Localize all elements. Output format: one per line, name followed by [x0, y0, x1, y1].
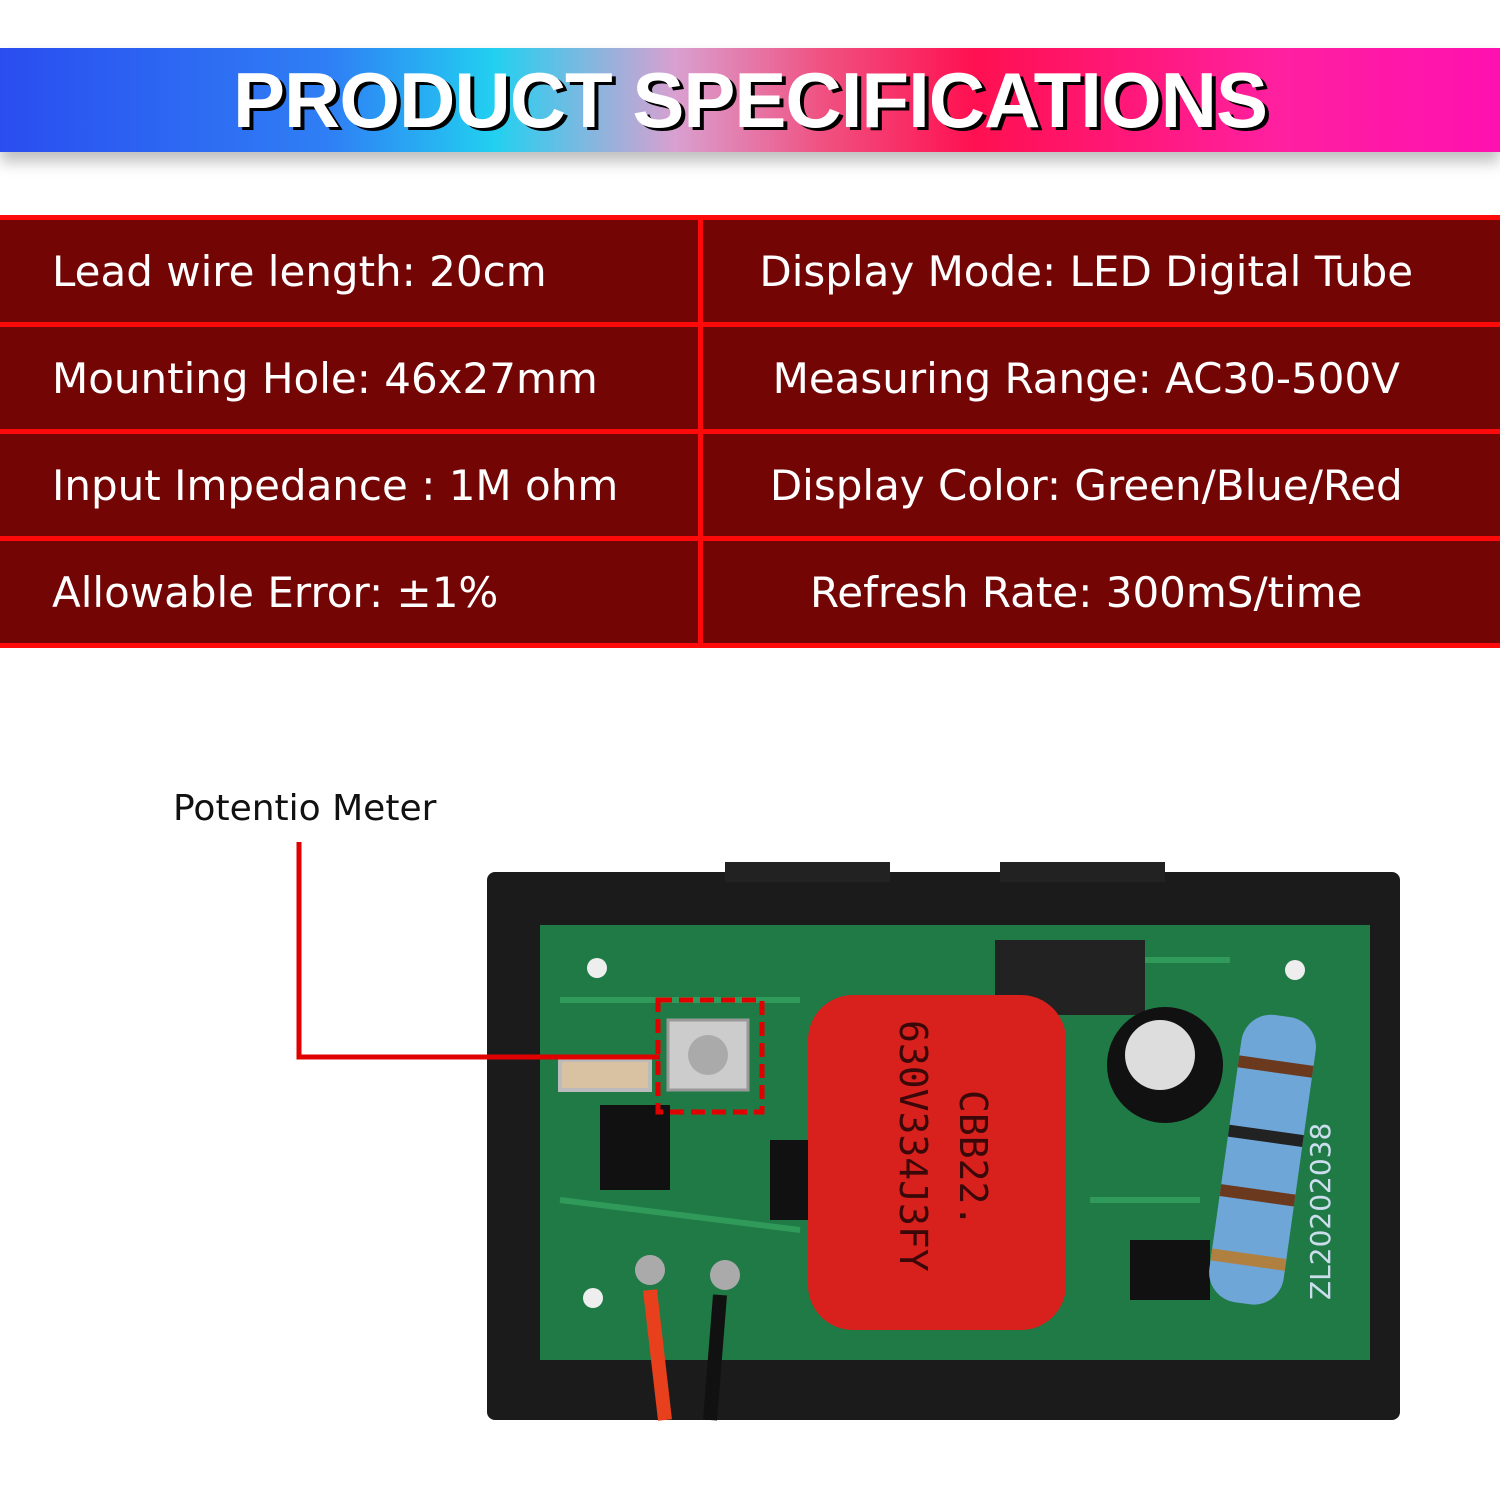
banner-title: PRODUCT SPECIFICATIONS	[233, 56, 1268, 144]
spec-refresh-rate: Refresh Rate: 300mS/time	[697, 536, 1500, 648]
spec-lead-wire: Lead wire length: 20cm	[0, 215, 703, 327]
potentiometer-label: Potentio Meter	[173, 788, 437, 829]
film-capacitor	[808, 995, 1066, 1330]
table-row: Input Impedance : 1M ohm Display Color: …	[0, 429, 1500, 541]
title-banner: PRODUCT SPECIFICATIONS	[0, 48, 1500, 152]
spec-mounting-hole: Mounting Hole: 46x27mm	[0, 322, 703, 434]
table-row: Allowable Error: ±1% Refresh Rate: 300mS…	[0, 536, 1500, 648]
table-row: Mounting Hole: 46x27mm Measuring Range: …	[0, 322, 1500, 434]
capacitor-text-2: 630V334J3FY	[891, 1020, 935, 1272]
resistor	[1209, 1014, 1316, 1305]
callout-line	[296, 842, 660, 1060]
board-text: ZL20202038	[1304, 1123, 1337, 1300]
capacitor-text-1: CBB22.	[951, 1090, 995, 1227]
spec-measuring-range: Measuring Range: AC30-500V	[697, 322, 1500, 434]
callout-highlight-box	[655, 997, 765, 1115]
spec-allowable-error: Allowable Error: ±1%	[0, 536, 703, 648]
spec-display-mode: Display Mode: LED Digital Tube	[697, 215, 1500, 327]
spec-display-color: Display Color: Green/Blue/Red	[697, 429, 1500, 541]
table-row: Lead wire length: 20cm Display Mode: LED…	[0, 215, 1500, 327]
spec-table: Lead wire length: 20cm Display Mode: LED…	[0, 215, 1500, 648]
spec-input-impedance: Input Impedance : 1M ohm	[0, 429, 703, 541]
